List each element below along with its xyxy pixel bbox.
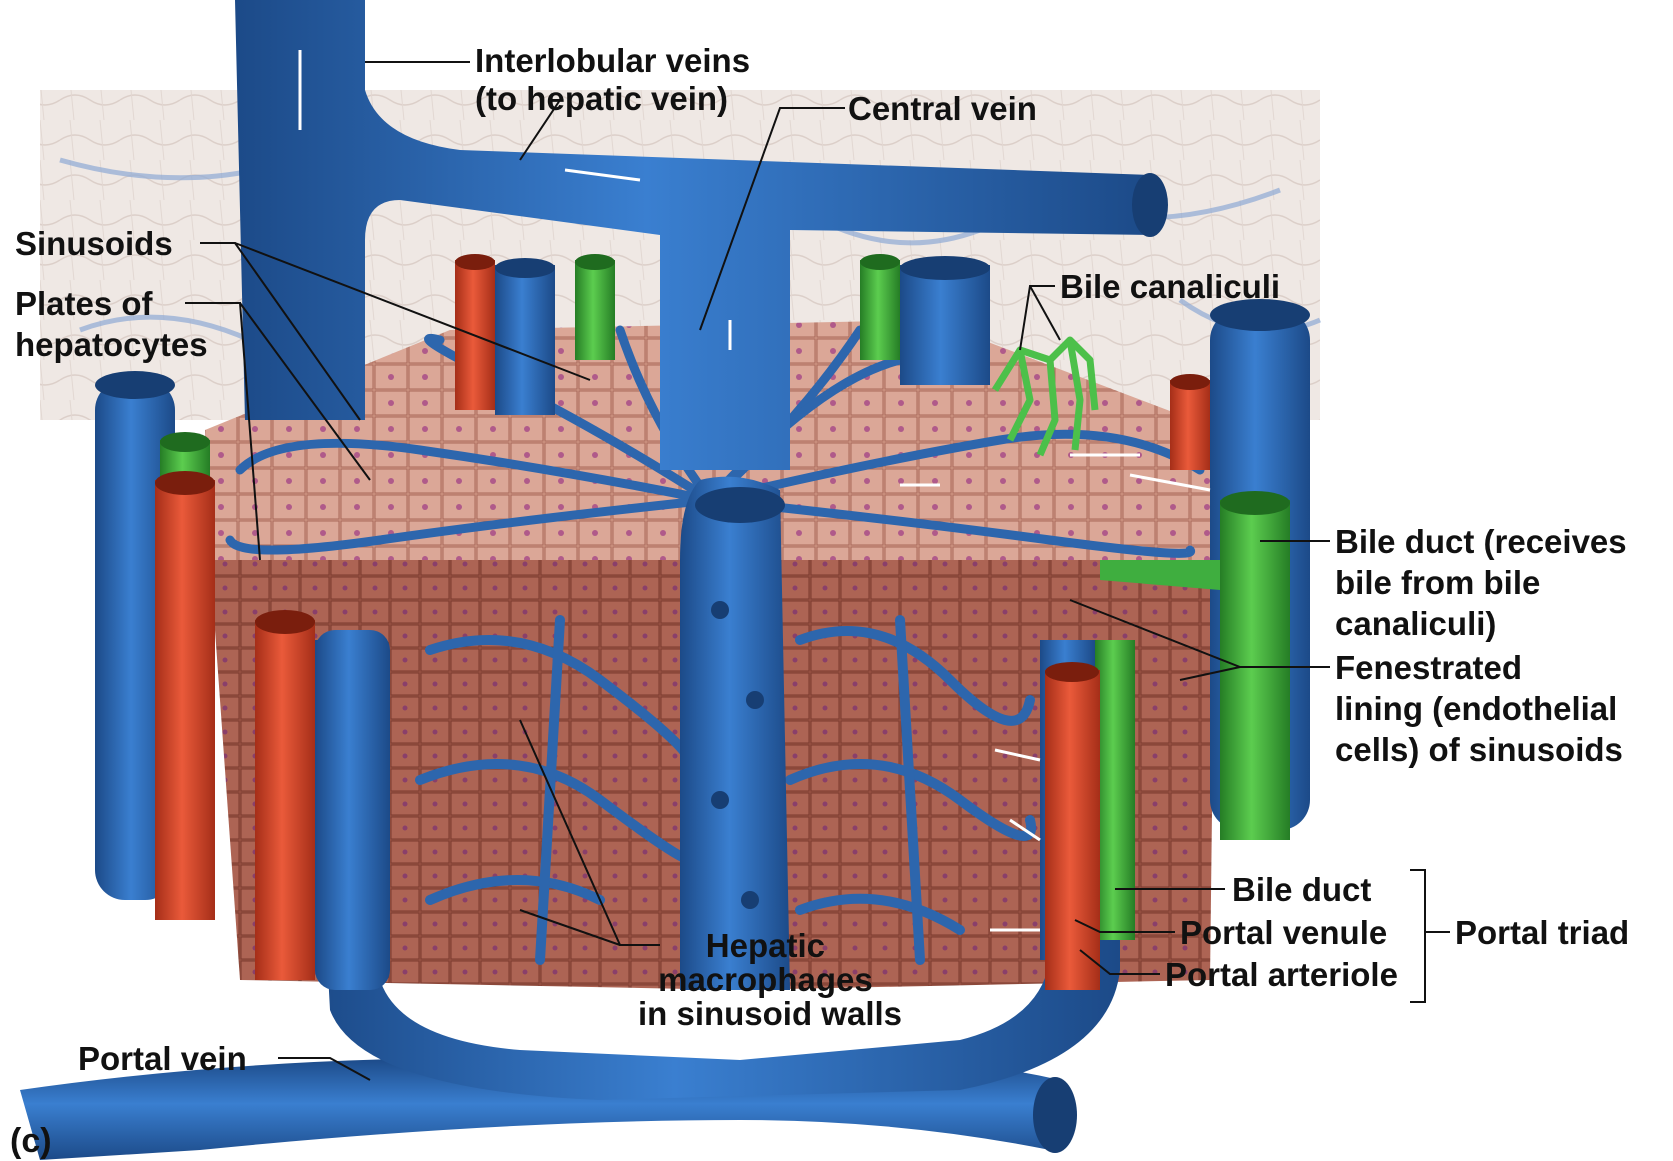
label-bile-duct-receives-line1: Bile duct (receives <box>1335 523 1627 560</box>
label-bile-canaliculi: Bile canaliculi <box>1060 268 1280 305</box>
label-interlobular-veins-line2: (to hepatic vein) <box>475 80 728 117</box>
panel-letter: (c) <box>10 1122 52 1160</box>
label-portal-vein: Portal vein <box>78 1040 247 1077</box>
label-macrophages-line2: macrophages <box>658 961 873 998</box>
central-vein <box>680 477 790 990</box>
label-interlobular-veins-line1: Interlobular veins <box>475 42 750 79</box>
label-plates-line1: Plates of <box>15 285 154 322</box>
label-macrophages-line1: Hepatic <box>706 927 825 964</box>
label-portal-venule: Portal venule <box>1180 914 1387 951</box>
label-bile-duct-receives-line3: canaliculi) <box>1335 605 1496 642</box>
label-bile-duct-receives: Bile duct (receives bile from bile canal… <box>1335 523 1636 642</box>
label-fenestrated-line2: lining (endothelial <box>1335 690 1617 727</box>
label-bile-duct-receives-line2: bile from bile <box>1335 564 1540 601</box>
label-fenestrated-line1: Fenestrated <box>1335 649 1522 686</box>
label-plates-line2: hepatocytes <box>15 326 208 363</box>
label-bile-duct: Bile duct <box>1232 871 1371 908</box>
label-macrophages-line3: in sinusoid walls <box>638 995 902 1032</box>
label-portal-triad: Portal triad <box>1455 914 1629 951</box>
label-fenestrated-line3: cells) of sinusoids <box>1335 731 1623 768</box>
label-sinusoids: Sinusoids <box>15 225 173 262</box>
label-central-vein: Central vein <box>848 90 1037 127</box>
label-interlobular-veins: Interlobular veins (to hepatic vein) <box>475 42 759 117</box>
label-fenestrated-lining: Fenestrated lining (endothelial cells) o… <box>1335 649 1627 768</box>
label-portal-arteriole: Portal arteriole <box>1165 956 1398 993</box>
